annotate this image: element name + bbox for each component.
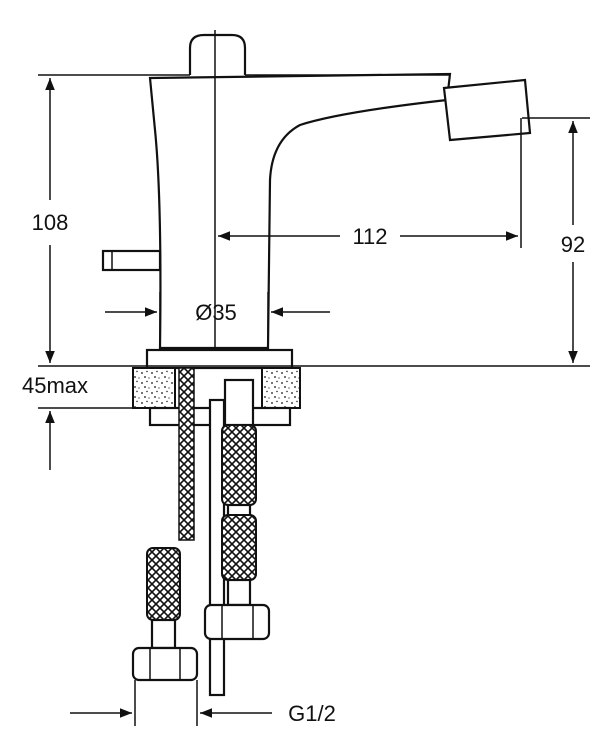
faucet-body [148,72,452,350]
dim-diameter-35: Ø35 [195,300,237,325]
spout-aerator [442,78,532,142]
dim-deck-45max: 45max [22,373,88,398]
handle-knob [188,33,247,75]
hose-fitting [223,378,255,427]
dim-spout-height-92: 92 [561,232,585,257]
hose-nut-right [203,603,271,641]
braided-hose-upper [221,424,257,506]
hose-nut-left [131,646,199,682]
countertop-left [132,367,176,409]
braided-hose-lower [221,514,257,581]
lever-pin [101,249,162,272]
braided-hose-left [146,547,181,621]
countertop-right [261,367,301,409]
threaded-rod [178,367,195,541]
dim-thread-g12: G1/2 [288,701,336,726]
dim-reach-112: 112 [352,224,387,249]
dim-height-108: 108 [32,210,69,235]
base-rosette [145,348,294,370]
